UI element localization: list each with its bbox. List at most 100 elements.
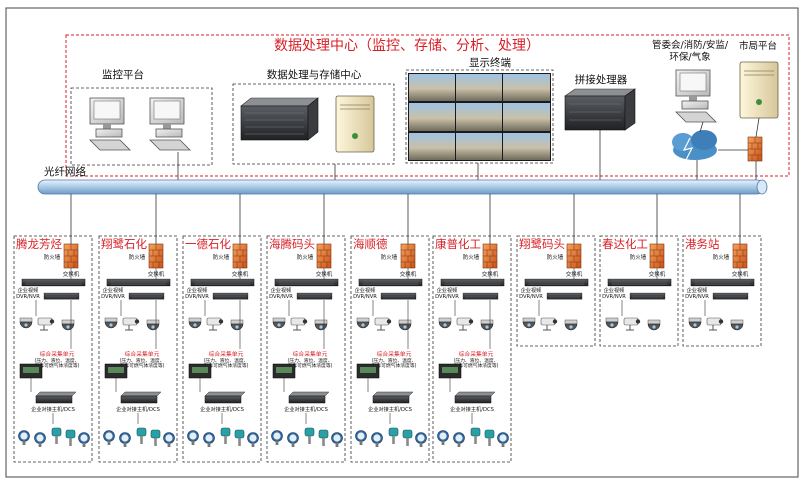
firewall-label: 防火墙 (381, 253, 398, 261)
site-frame (266, 235, 346, 463)
firewall-icon (649, 243, 665, 269)
network-switch-icon (106, 278, 171, 287)
network-switch-icon (690, 278, 755, 287)
site-name: 翔鹭码头 (519, 237, 565, 251)
dome-camera-icon (188, 317, 202, 329)
dcs-label: 企业对接主机/DCS (31, 405, 75, 413)
dome-camera-icon (564, 319, 578, 331)
video-label: 企业视频 (271, 286, 293, 294)
dome-camera-icon (522, 317, 536, 329)
site-name: 港务站 (685, 237, 720, 251)
site-frame (13, 235, 93, 463)
site-name: 翔鹭石化 (101, 237, 147, 251)
network-switch-icon (190, 278, 255, 287)
site-name: 春达化工 (602, 237, 648, 251)
dvr-icon (546, 292, 583, 300)
internet-cloud-icon (672, 130, 717, 161)
collector-label: 综合采集单元 (377, 350, 412, 358)
collector-label: 综合采集单元 (40, 350, 75, 358)
site-frame (516, 235, 596, 347)
dome-camera-icon (104, 317, 118, 329)
collector-note: (压力、液位、温度、 (203, 357, 248, 364)
site-name: 一德石化 (185, 237, 231, 251)
collector-note: 有毒可燃气体浓度等) (287, 362, 332, 369)
dvr-icon (712, 292, 749, 300)
dome-camera-icon (272, 317, 286, 329)
splicer-label: 拼接处理器 (575, 73, 628, 86)
collector-label: 综合采集单元 (125, 350, 160, 358)
display-terminal-label: 显示终端 (469, 56, 511, 69)
city-firewall-icon (747, 136, 763, 162)
monitor-platform-frame (70, 87, 213, 166)
dvr-icon (629, 292, 666, 300)
video-label: 企业视频 (437, 286, 459, 294)
site-frame (682, 235, 762, 347)
authorities-label-line2: 环保/气象 (669, 51, 711, 63)
dvr-icon (43, 292, 80, 300)
dvr-label: DVR/NVR (602, 294, 626, 300)
firewall-label: 防火墙 (129, 253, 146, 261)
dome-camera-icon (688, 317, 702, 329)
dcs-host-icon (454, 391, 496, 397)
server-tower-icon (335, 95, 375, 153)
dome-camera-icon (605, 317, 619, 329)
dome-camera-icon (19, 317, 33, 329)
collector-note: 有毒可燃气体浓度等) (371, 362, 416, 369)
dvr-label: DVR/NVR (685, 294, 709, 300)
dvr-icon (380, 292, 417, 300)
video-wall-icon (408, 73, 551, 161)
dvr-label: DVR/NVR (269, 294, 293, 300)
network-switch-icon (358, 278, 423, 287)
site-column: 翔鹭石化防火墙交换机企业视频DVR/NVR综合采集单元(压力、液位、温度、有毒可… (98, 194, 178, 463)
network-switch-icon (274, 278, 339, 287)
site-name: 海顺德 (353, 237, 388, 251)
collector-note: (压力、液位、温度、 (287, 357, 332, 364)
network-switch-icon (524, 278, 589, 287)
site-name: 腾龙芳烃 (16, 237, 62, 251)
dvr-label: DVR/NVR (16, 294, 40, 300)
site-frame (350, 235, 430, 463)
dcs-host-icon (35, 391, 77, 397)
city-platform-label: 市局平台 (739, 40, 777, 52)
network-switch-icon (607, 278, 672, 287)
dvr-label: DVR/NVR (519, 294, 543, 300)
collector-label: 综合采集单元 (293, 350, 328, 358)
network-switch-icon (440, 278, 505, 287)
data-center-frame (65, 34, 790, 177)
firewall-label: 防火墙 (44, 253, 61, 261)
dvr-label: DVR/NVR (101, 294, 125, 300)
firewall-icon (316, 243, 332, 269)
firewall-icon (732, 243, 748, 269)
collector-note: 有毒可燃气体浓度等) (203, 362, 248, 369)
site-frame (599, 235, 679, 347)
site-column: 腾龙芳烃防火墙交换机企业视频DVR/NVR综合采集单元(压力、液位、温度、有毒可… (13, 194, 93, 463)
dome-camera-icon (438, 317, 452, 329)
dcs-host-icon (372, 391, 414, 397)
authorities-label-line1: 管委会/消防/安监/ (652, 39, 729, 51)
fiber-network-pipe (37, 179, 768, 195)
video-label: 企业视频 (355, 286, 377, 294)
storage-array-icon (240, 97, 319, 141)
collector-note: 有毒可燃气体浓度等) (119, 362, 164, 369)
storage-center-label: 数据处理与存储中心 (267, 68, 362, 81)
collector-note: 有毒可燃气体浓度等) (453, 362, 498, 369)
firewall-icon (400, 243, 416, 269)
firewall-icon (232, 243, 248, 269)
site-column: 一德石化防火墙交换机企业视频DVR/NVR综合采集单元(压力、液位、温度、有毒可… (182, 194, 262, 463)
dvr-label: DVR/NVR (185, 294, 209, 300)
fiber-network-label: 光纤网络 (44, 165, 86, 178)
video-label: 企业视频 (604, 286, 626, 294)
site-column: 康普化工防火墙交换机企业视频DVR/NVR综合采集单元(压力、液位、温度、有毒可… (432, 194, 512, 463)
site-column: 海腾码头防火墙交换机企业视频DVR/NVR综合采集单元(压力、液位、温度、有毒可… (266, 194, 346, 463)
collector-label: 综合采集单元 (209, 350, 244, 358)
storage-center-frame (232, 83, 395, 165)
firewall-label: 防火墙 (630, 253, 647, 261)
firewall-icon (482, 243, 498, 269)
dome-camera-icon (398, 319, 412, 331)
dome-camera-icon (230, 319, 244, 331)
dome-camera-icon (61, 319, 75, 331)
dome-camera-icon (480, 319, 494, 331)
